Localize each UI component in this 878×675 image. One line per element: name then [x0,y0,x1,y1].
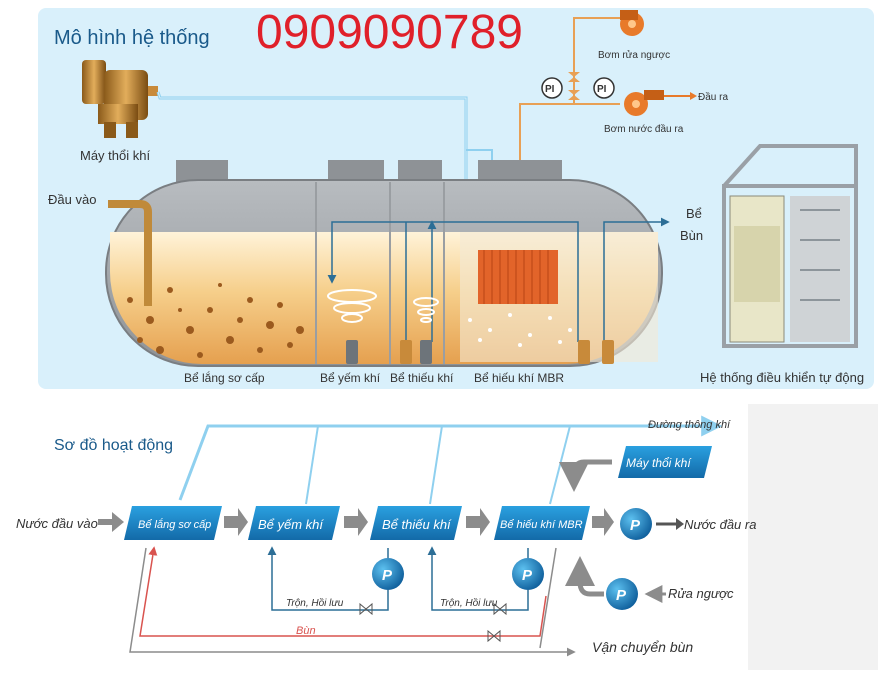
svg-text:P: P [616,587,627,604]
mixer-swirl-2 [413,297,439,323]
stage-anaerobic: Bể yếm khí [248,506,340,540]
air-drop-3 [549,425,571,505]
valve-icon [487,629,501,643]
model-title: Mô hình hệ thống [54,27,210,49]
sludge-label: Bùn [296,625,316,637]
inlet-water-label: Nước đầu vào [16,516,98,531]
svg-text:Bể hiếu khí MBR: Bể hiếu khí MBR [500,519,583,531]
recirc-loop-2 [427,546,529,611]
tank [105,160,663,367]
stage-arrow-2 [344,508,368,536]
sludge-out-line [603,217,670,342]
blower-label: Máy thổi khí [80,148,150,163]
air-line-top [178,415,723,501]
pressure-gauge-1: PI [541,77,563,99]
mix-return-label-2: Trộn, Hồi lưu [440,597,498,609]
valve-icon [359,602,507,616]
phone-number: 0909090789 [256,6,523,59]
compartment-label-anoxic: Bể thiếu khí [390,371,454,385]
outlet-pump: P [620,508,652,540]
mix-return-label-1: Trộn, Hồi lưu [286,597,344,609]
sludge-transport-line [129,547,576,657]
right-shadow-panel [748,404,878,670]
outlet-label: Đầu ra [698,91,728,103]
svg-text:PI: PI [545,84,555,95]
compartment-label-anaerobic: Bể yếm khí [320,371,381,385]
backwash-pump: P [606,578,638,610]
mbr-module [478,250,558,304]
mixer-swirl-1 [327,289,377,323]
recirc-loop-1 [267,546,389,611]
svg-text:P: P [630,517,641,534]
stage-arrow-3 [466,508,490,536]
sludge-return-line [139,546,547,637]
sludge-tank-label-1: Bể [686,206,702,221]
air-bubbles [468,313,572,347]
air-line-label: Đường thông khí [648,419,731,431]
svg-text:P: P [382,567,393,584]
blower-machine-icon [82,60,158,138]
svg-text:P: P [522,567,533,584]
control-system-label: Hệ thống điều khiển tự động [700,370,864,385]
inlet-pipe [108,200,152,306]
flow-title: Sơ đồ hoạt động [54,437,173,454]
stage-primary: Bể lắng sơ cấp [124,506,222,540]
stage-arrow-1 [224,508,248,536]
backwash-pump-icon [620,10,644,36]
air-drop-1 [305,425,319,505]
blower-arrow [559,459,612,492]
air-drop-2 [429,425,443,505]
recirc-pump-2: P [512,558,544,590]
recirc-line-1 [327,221,579,342]
sludge-transport-line-2 [539,547,557,649]
backwash-label: Rửa ngược [668,586,734,601]
compartment-label-mbr: Bể hiếu khí MBR [474,371,564,385]
svg-text:Máy thổi khí: Máy thổi khí [626,456,692,470]
stage-arrow-4 [592,508,614,536]
svg-text:PI: PI [597,84,607,95]
outlet-pump-icon [624,90,664,116]
control-cabinet-icon [722,144,858,348]
svg-text:Bể lắng sơ cấp: Bể lắng sơ cấp [138,518,211,531]
inlet-label: Đầu vào [48,192,96,207]
valve-icon [568,72,580,100]
sludge-tank-label-2: Bùn [680,228,703,243]
submersible-pump-icon [346,340,614,364]
compartment-label-primary: Bể lắng sơ cấp [184,370,265,385]
stage-mbr: Bể hiếu khí MBR [494,506,590,540]
pressure-gauge-2: PI [593,77,615,99]
flow-blower-box: Máy thổi khí [618,446,712,478]
stage-anoxic: Bể thiếu khí [370,506,462,540]
backwash-pump-label: Bơm rửa ngược [598,49,670,61]
backwash-arrow [565,556,604,597]
svg-text:Bể yếm khí: Bể yếm khí [258,517,324,532]
sludge-transport-label: Vận chuyển bùn [592,639,693,655]
svg-text:Bể thiếu khí: Bể thiếu khí [382,517,452,532]
recirc-pump-1: P [372,558,404,590]
sediment [127,283,304,358]
outlet-pump-label: Bơm nước đầu ra [604,123,684,135]
outlet-water-label: Nước đầu ra [684,517,756,532]
